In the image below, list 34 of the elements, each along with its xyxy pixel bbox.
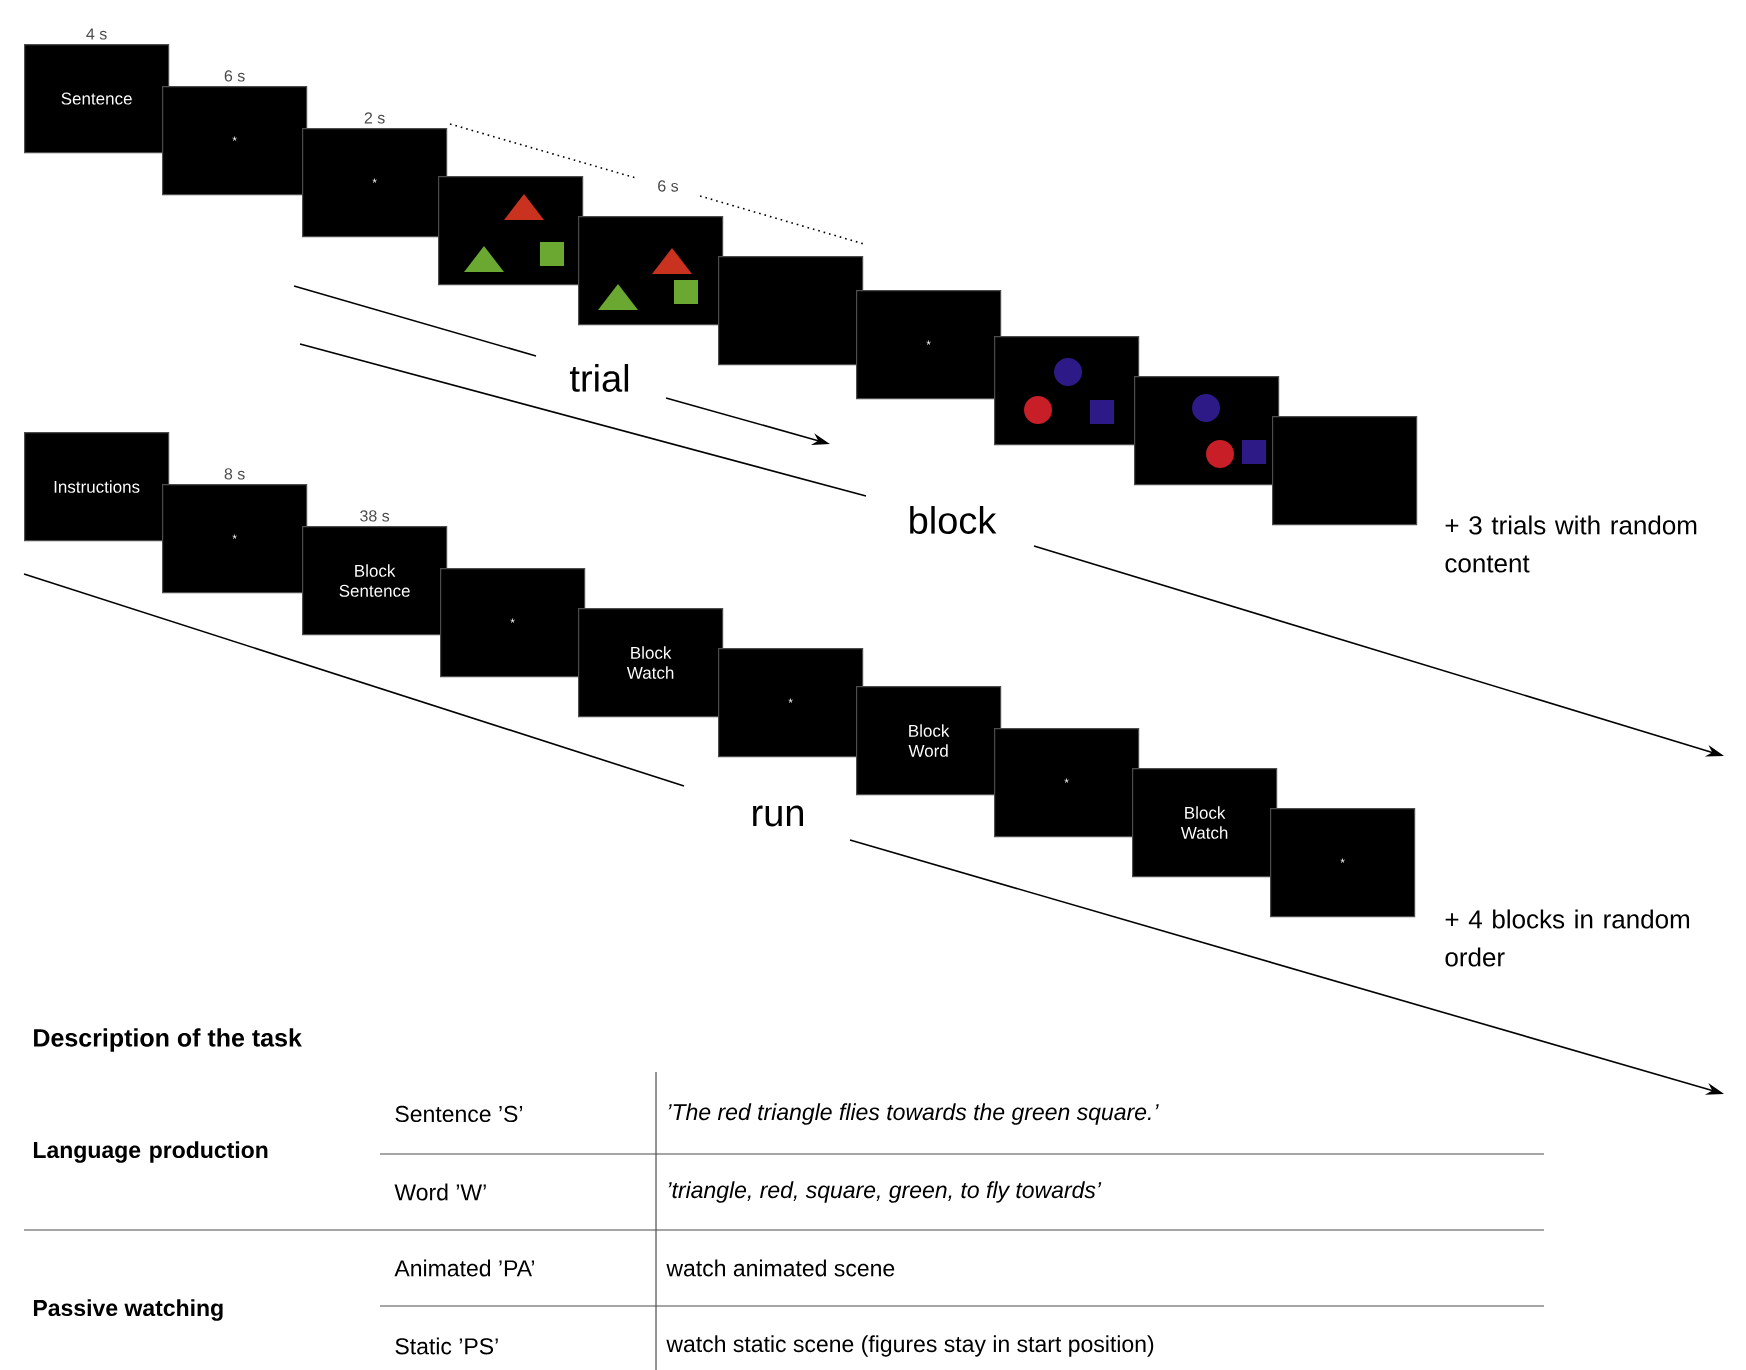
duration-label: 38 s	[360, 510, 390, 522]
duration-label: 8 s	[224, 468, 245, 480]
table-cell: Animated ’PA’	[394, 1259, 534, 1277]
stimulus-screen	[1134, 376, 1280, 486]
screen: Instructions	[24, 432, 170, 542]
table-cell: Word ’W’	[394, 1183, 486, 1201]
screen: Block Sentence	[302, 526, 448, 636]
table-cell: watch static scene (figures stay in start position)	[666, 1335, 1154, 1357]
screen: Block Watch	[578, 608, 724, 718]
span-label: trial	[569, 364, 629, 392]
stimulus-screen	[578, 216, 724, 326]
heading: Description of the task	[34, 1028, 302, 1052]
table-cell: watch animated scene	[666, 1259, 895, 1277]
table-cell: ’triangle, red, square, green, to fly towards’	[668, 1181, 1102, 1203]
blank-screen	[718, 256, 864, 366]
note: + 4 blocks in random order	[1445, 909, 1690, 967]
table-cell: ’The red triangle flies towards the green square.’	[668, 1103, 1159, 1125]
duration-label: 6 s	[655, 178, 681, 194]
table-cell: Static ’PS’	[395, 1337, 498, 1355]
row-header: Language production	[33, 1141, 268, 1163]
span-label: run	[753, 805, 803, 827]
screen: Block Word	[856, 686, 1002, 796]
blank-screen	[1272, 416, 1418, 526]
note: + 3 trials with random content	[1445, 515, 1697, 573]
duration-label: 4 s	[86, 28, 107, 40]
screen: Sentence	[24, 44, 170, 154]
table-cell: Sentence ’S’	[395, 1105, 523, 1123]
stimulus-screen	[438, 176, 584, 286]
duration-label: 2 s	[364, 112, 385, 124]
duration-label: 6 s	[224, 70, 245, 82]
span-label: block	[910, 506, 997, 534]
row-header: Passive watching	[33, 1299, 223, 1321]
screen: Block Watch	[1132, 768, 1278, 878]
stimulus-screen	[994, 336, 1140, 446]
